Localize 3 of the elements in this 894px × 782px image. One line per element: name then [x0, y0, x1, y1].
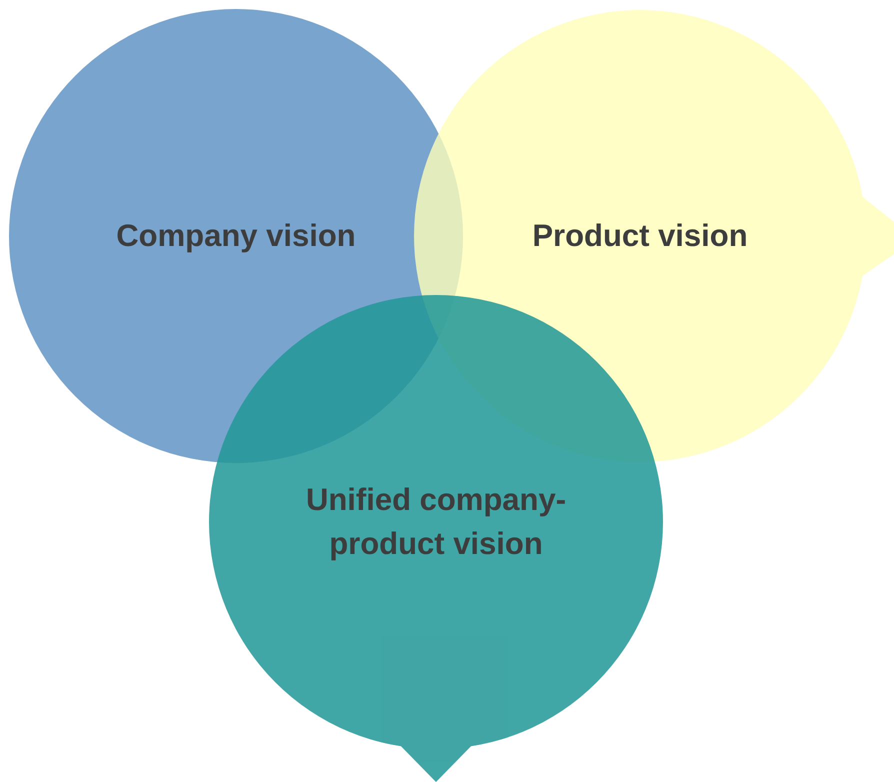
circle-label: Company vision: [115, 217, 357, 255]
circle-label: Product vision: [531, 217, 749, 255]
circle-label: Unified company-product vision: [304, 481, 568, 563]
